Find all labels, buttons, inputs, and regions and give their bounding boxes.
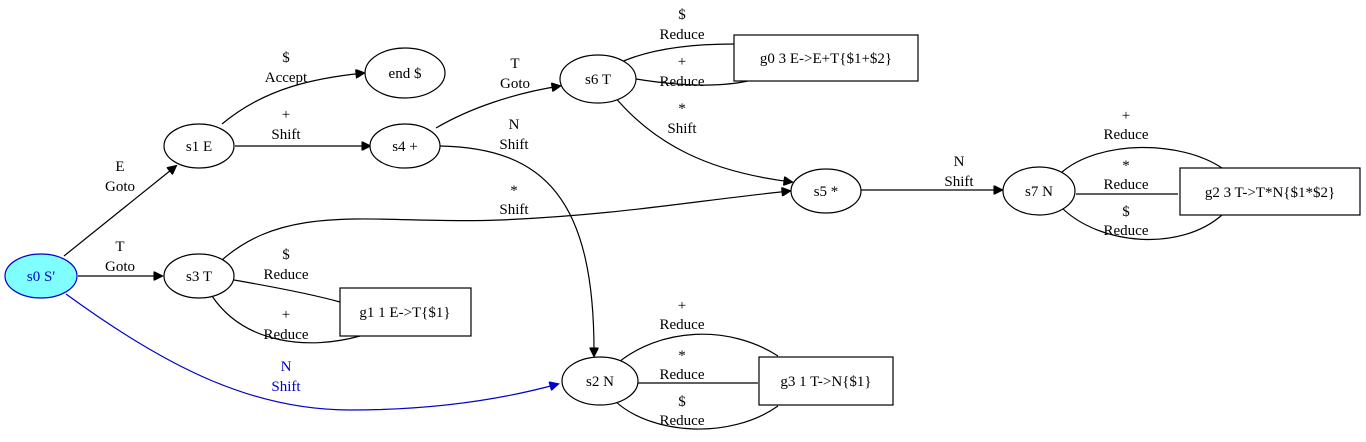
node-s7-label: s7 N	[1025, 184, 1053, 200]
node-s0-label: s0 S'	[27, 269, 55, 285]
edge-s7-g2-a	[1061, 146, 1223, 173]
edge-label-s3-s5-symbol: *	[510, 183, 518, 199]
edge-label-s5-s7-symbol: N	[954, 154, 965, 170]
edge-s0-s1	[63, 166, 176, 257]
edge-label-s7-g2-c-symbol: $	[1122, 204, 1130, 220]
node-g2-label: g2 3 T->T*N{$1*$2}	[1205, 185, 1335, 201]
edge-label-s6-s5-symbol: *	[678, 101, 686, 117]
edge-label-s6-g0-b-action: Reduce	[660, 74, 705, 90]
node-s5: s5 *	[790, 168, 862, 214]
node-end-label: end $	[389, 66, 422, 82]
edge-s0-s2	[65, 293, 558, 411]
edge-label-s3-g1-b-action: Reduce	[264, 327, 309, 343]
edge-label-s4-s2-action: Shift	[499, 137, 529, 153]
edge-label-s1-s4-symbol: +	[282, 107, 290, 123]
edge-s1-end	[221, 73, 364, 125]
edge-label-s0-s2-symbol: N	[281, 359, 292, 375]
edge-label-s4-s2-symbol: N	[509, 117, 520, 133]
edge-label-s3-g1-b-symbol: +	[282, 307, 290, 323]
node-g2-box: g2 3 T->T*N{$1*$2}	[1179, 167, 1361, 216]
edge-label-s2-g3-b-symbol: *	[678, 348, 686, 364]
edge-label-s7-g2-b-symbol: *	[1122, 158, 1130, 174]
edge-s7-g2-c	[1061, 207, 1223, 241]
node-s1-label: s1 E	[186, 139, 212, 155]
node-s1: s1 E	[163, 123, 235, 169]
node-s3-label: s3 T	[186, 269, 212, 285]
edge-label-s7-g2-a-symbol: +	[1122, 108, 1130, 124]
node-s6-label: s6 T	[585, 72, 611, 88]
edge-s4-s6	[435, 86, 560, 129]
node-s2: s2 N	[561, 356, 639, 406]
edge-s3-s5	[221, 191, 790, 261]
node-g0-label: g0 3 E->E+T{$1+$2}	[760, 51, 892, 67]
edge-label-s4-s6-action: Goto	[500, 76, 530, 92]
edge-label-s2-g3-c-action: Reduce	[660, 413, 705, 429]
node-s5-label: s5 *	[814, 184, 839, 200]
node-s6: s6 T	[559, 54, 637, 104]
edge-s2-g3-c	[613, 399, 779, 430]
edge-label-s6-g0-a-action: Reduce	[660, 27, 705, 43]
edge-label-s6-g0-b-symbol: +	[678, 54, 686, 70]
node-s4: s4 +	[369, 123, 441, 169]
edge-label-s2-g3-c-symbol: $	[678, 394, 686, 410]
edge-label-s2-g3-a-symbol: +	[678, 298, 686, 314]
node-g1-label: g1 1 E->T{$1}	[359, 305, 450, 321]
edge-label-s2-g3-b-action: Reduce	[660, 367, 705, 383]
edge-label-s7-g2-b-action: Reduce	[1104, 177, 1149, 193]
node-g1-box: g1 1 E->T{$1}	[339, 287, 472, 337]
edge-label-s3-s5-action: Shift	[499, 202, 529, 218]
edge-label-s0-s3-symbol: T	[115, 239, 124, 255]
edge-s4-s2	[439, 145, 594, 356]
edge-label-s0-s1-symbol: E	[115, 159, 124, 175]
edge-s3-g1-a	[233, 279, 341, 303]
node-s7: s7 N	[1002, 166, 1076, 216]
node-g0-box: g0 3 E->E+T{$1+$2}	[733, 34, 919, 82]
edge-label-s7-g2-a-action: Reduce	[1104, 127, 1149, 143]
edge-s6-g0-a	[616, 43, 735, 65]
edge-s2-g3-a	[613, 333, 779, 367]
edge-label-s5-s7-action: Shift	[944, 174, 974, 190]
edge-label-s1-s4-action: Shift	[271, 127, 301, 143]
node-g3-box: g3 1 T->N{$1}	[758, 356, 894, 406]
node-s2-label: s2 N	[586, 374, 614, 390]
edge-label-s4-s6-symbol: T	[510, 56, 519, 72]
node-g3-label: g3 1 T->N{$1}	[780, 374, 871, 390]
edge-label-s3-g1-a-action: Reduce	[264, 267, 309, 283]
nodes: s0 S' s1 E s3 T end $ s4 + s6 T s2 N s5	[4, 34, 1361, 406]
edge-label-s7-g2-c-action: Reduce	[1104, 223, 1149, 239]
edge-s6-g0-b	[635, 78, 753, 86]
edges	[63, 43, 1223, 430]
edge-label-s0-s1-action: Goto	[105, 179, 135, 195]
edge-labels: E Goto T Goto N Shift $ Accept + Shift T…	[105, 7, 1149, 429]
node-s3: s3 T	[163, 253, 235, 299]
edge-label-s3-g1-a-symbol: $	[282, 247, 290, 263]
edge-label-s6-s5-action: Shift	[667, 121, 697, 137]
edge-s6-s5	[613, 95, 792, 182]
edge-label-s2-g3-a-action: Reduce	[660, 317, 705, 333]
edge-label-s1-end-action: Accept	[265, 70, 308, 86]
edge-label-s1-end-symbol: $	[282, 50, 290, 66]
edge-label-s6-g0-a-symbol: $	[678, 7, 686, 23]
node-s0-start: s0 S'	[4, 253, 78, 299]
node-end: end $	[364, 47, 446, 99]
node-s4-label: s4 +	[392, 139, 418, 155]
edge-s3-g1-b	[211, 295, 361, 344]
edge-label-s0-s3-action: Goto	[105, 259, 135, 275]
edge-label-s0-s2-action: Shift	[271, 379, 301, 395]
